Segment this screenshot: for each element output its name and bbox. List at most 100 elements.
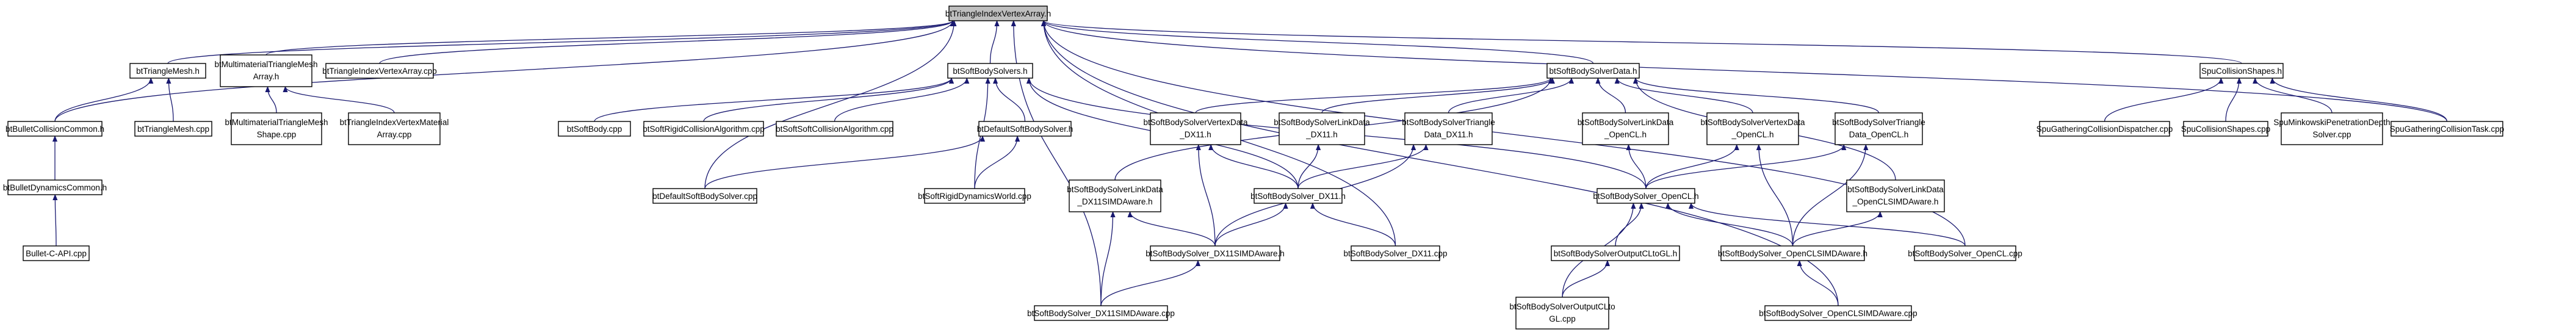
node-box <box>776 121 893 137</box>
node-box <box>1596 188 1695 204</box>
edge-dx11simd_link_h-dx11simd_h <box>1130 211 1216 247</box>
edge-root-sbsolverdata_h <box>1044 20 1594 64</box>
node-cl_link_h[interactable]: btSoftBodySolverLinkData_OpenCL.h <box>1578 112 1674 145</box>
node-spu_gather_cpp[interactable]: SpuGatheringCollisionDispatcher.cpp <box>2037 121 2173 137</box>
node-tiva_cpp[interactable]: btTriangleIndexVertexArray.cpp <box>322 63 437 79</box>
node-label: btSoftBodySolverData.h <box>1549 67 1637 76</box>
node-label: Solver.cpp <box>2312 130 2351 139</box>
node-bdc_h[interactable]: btBulletDynamicsCommon.h <box>3 179 107 195</box>
node-label: btTriangleIndexVertexArray.cpp <box>322 67 437 76</box>
edge-dx11_vertex_h-dx11simd_h <box>1199 145 1216 247</box>
node-dx11_vertex_h[interactable]: btSoftBodySolverVertexData_DX11.h <box>1143 112 1248 145</box>
node-clsimd_link_h[interactable]: btSoftBodySolverLinkData_OpenCLSIMDAware… <box>1846 179 1945 212</box>
node-label: btBulletDynamicsCommon.h <box>3 183 107 192</box>
node-sbsolvers_h[interactable]: btSoftBodySolvers.h <box>947 63 1033 79</box>
node-spucollshapes_h[interactable]: SpuCollisionShapes.h <box>2199 63 2284 79</box>
edge-defsolver_h-softrigidworld_cpp <box>974 136 1017 189</box>
node-box <box>2390 121 2503 137</box>
node-box <box>325 63 434 79</box>
node-outputclgl_h[interactable]: btSoftBodySolverOutputCLtoGL.h <box>1551 245 1680 261</box>
node-defsolver_h[interactable]: btDefaultSoftBodySolver.h <box>977 121 1073 137</box>
node-sbsolverdata_h[interactable]: btSoftBodySolverData.h <box>1546 63 1640 79</box>
node-label: SpuCollisionShapes.h <box>2201 67 2282 76</box>
node-box <box>643 121 764 137</box>
edge-dx11_h-dx11simd_h <box>1214 203 1286 247</box>
edge-opencl_h-outputclgl_h <box>1615 203 1642 247</box>
node-bcc_h[interactable]: btBulletCollisionCommon.h <box>5 121 104 137</box>
node-label: btMultimaterialTriangleMesh <box>225 118 328 127</box>
node-box <box>348 112 441 145</box>
node-dx11simd_h[interactable]: btSoftBodySolver_DX11SIMDAware.h <box>1145 245 1285 261</box>
edge-sbsolvers_h-sbsoft_cpp <box>834 78 967 122</box>
node-label: btSoftBodySolver_OpenCLSIMDAware.h <box>1718 249 1867 258</box>
edge-sbsolvers_h-sbrigid_cpp <box>703 78 951 122</box>
edge-clsimd_h-clsimd_cpp <box>1800 261 1839 306</box>
node-label: btSoftRigidDynamicsWorld.cpp <box>918 192 1031 201</box>
node-box <box>652 188 757 204</box>
node-dx11simd_cpp[interactable]: btSoftBodySolver_DX11SIMDAware.cpp <box>1027 305 1175 321</box>
node-box <box>1279 112 1365 145</box>
node-label: btDefaultSoftBodySolver.h <box>977 125 1073 134</box>
edge-root-defsolver_cpp <box>704 21 954 189</box>
node-spu_collshapes_cpp[interactable]: SpuCollisionShapes.cpp <box>2181 121 2270 137</box>
edge-dx11_vertex_h-dx11_h <box>1211 144 1299 189</box>
edge-sbsolverdata_h-cl_link_h <box>1598 78 1626 114</box>
node-label: btTriangleMesh.h <box>136 67 200 76</box>
node-box <box>1846 179 1945 212</box>
node-spu_gathertask_cpp[interactable]: SpuGatheringCollisionTask.cpp <box>2390 121 2505 137</box>
node-label: btSoftBodySolverLinkData <box>1274 118 1370 127</box>
node-box <box>1404 112 1493 145</box>
node-box <box>2183 121 2268 137</box>
node-opencl_h[interactable]: btSoftBodySolver_OpenCL.h <box>1593 188 1699 204</box>
node-dx11_h[interactable]: btSoftBodySolver_DX11.h <box>1250 188 1346 204</box>
node-label: Data_OpenCL.h <box>1849 130 1909 139</box>
node-label: btSoftBodySolver_DX11.h <box>1250 192 1346 201</box>
node-outputclgl_cpp[interactable]: btSoftBodySolverOutputCLtoGL.cpp <box>1509 297 1615 330</box>
node-sbsoft_cpp[interactable]: btSoftSoftCollisionAlgorithm.cpp <box>776 121 893 137</box>
edge-root-bcc_h <box>54 21 953 122</box>
node-label: btTriangleIndexVertexArray.h <box>945 9 1051 18</box>
node-dx11_cpp[interactable]: btSoftBodySolver_DX11.cpp <box>1343 245 1448 261</box>
node-dx11simd_link_h[interactable]: btSoftBodySolverLinkData_DX11SIMDAware.h <box>1067 179 1163 212</box>
edge-root-clsimd_cpp <box>1044 21 1839 306</box>
node-label: btDefaultSoftBodySolver.cpp <box>652 192 757 201</box>
node-box <box>948 5 1048 21</box>
edge-root-spu_gathertask_cpp <box>1044 21 2448 122</box>
node-box <box>1069 179 1161 212</box>
node-clsimd_h[interactable]: btSoftBodySolver_OpenCLSIMDAware.h <box>1718 245 1867 261</box>
node-label: btTriangleIndexVertexMaterial <box>340 118 449 127</box>
node-trimesh_h[interactable]: btTriangleMesh.h <box>129 63 206 79</box>
node-cl_vertex_h[interactable]: btSoftBodySolverVertexData_OpenCL.h <box>1700 112 1805 145</box>
node-label: btSoftRigidCollisionAlgorithm.cpp <box>643 125 765 134</box>
node-label: GL.cpp <box>1549 314 1576 323</box>
node-label: Data_DX11.h <box>1424 130 1473 139</box>
edge-spucollshapes_h-spu_gather_cpp <box>2104 78 2221 122</box>
node-label: btSoftBodySolver_OpenCL.h <box>1593 192 1698 201</box>
node-softrigidworld_cpp[interactable]: btSoftRigidDynamicsWorld.cpp <box>918 188 1031 204</box>
node-label: btSoftBodySolvers.h <box>953 67 1027 76</box>
node-capi_cpp[interactable]: Bullet-C-API.cpp <box>23 245 90 261</box>
node-defsolver_cpp[interactable]: btDefaultSoftBodySolver.cpp <box>652 188 757 204</box>
node-label: Array.cpp <box>377 130 412 139</box>
node-label: _OpenCL.h <box>1604 130 1647 139</box>
node-trimesh_cpp[interactable]: btTriangleMesh.cpp <box>134 121 212 137</box>
node-label: Shape.cpp <box>257 130 297 139</box>
node-opencl_cpp[interactable]: btSoftBodySolver_OpenCL.cpp <box>1908 245 2022 261</box>
node-sbrigid_cpp[interactable]: btSoftRigidCollisionAlgorithm.cpp <box>643 121 765 137</box>
node-label: SpuCollisionShapes.cpp <box>2181 125 2270 134</box>
node-box <box>7 179 103 195</box>
node-root[interactable]: btTriangleIndexVertexArray.h <box>945 5 1051 21</box>
node-softbody_cpp[interactable]: btSoftBody.cpp <box>558 121 631 137</box>
node-box <box>924 188 1025 204</box>
node-clsimd_cpp[interactable]: btSoftBodySolver_OpenCLSIMDAware.cpp <box>1759 305 1918 321</box>
edge-spucollshapes_h-spu_minkowski_cpp <box>2255 78 2332 114</box>
edge-sbsolvers_h-softbody_cpp <box>594 78 951 122</box>
node-dx11_link_h[interactable]: btSoftBodySolverLinkData_DX11.h <box>1274 112 1370 145</box>
